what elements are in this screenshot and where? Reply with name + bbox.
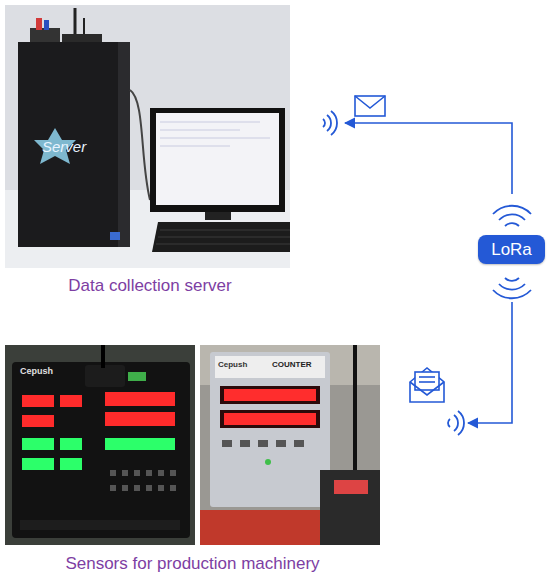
radio-link-arrow: [345, 123, 512, 194]
lora-gateway: LoRa: [475, 194, 549, 302]
counter-photo: [200, 345, 380, 545]
lora-badge: LoRa: [478, 235, 545, 264]
open-envelope: [410, 368, 444, 402]
device-group: Data collection server: [5, 5, 345, 305]
device-label: Cepush: [20, 366, 53, 376]
server-photo: [5, 5, 290, 268]
node-caption: Data collection server: [5, 276, 295, 296]
device-label: COUNTER: [272, 360, 312, 369]
device-group: Sensors for production machinery: [5, 343, 468, 580]
radio-link-arrow: [468, 302, 512, 423]
message-envelope: [355, 96, 385, 116]
device-label: Server: [42, 138, 86, 155]
node-caption: Sensors for production machinery: [5, 554, 380, 574]
sensor-photo: [5, 345, 195, 545]
wireless-symbol: [323, 111, 531, 435]
device-label: Cepush: [218, 360, 247, 369]
